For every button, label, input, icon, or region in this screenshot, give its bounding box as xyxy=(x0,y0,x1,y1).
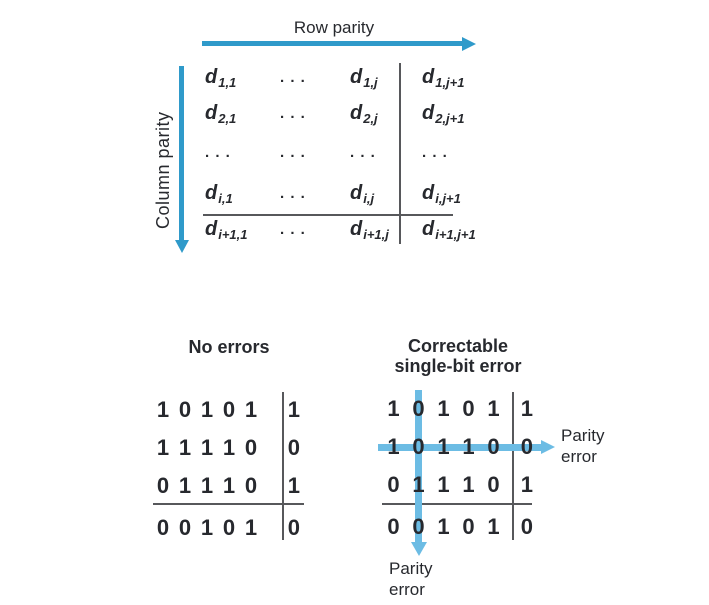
column-parity-arrow-shaft xyxy=(179,66,184,240)
data-bit: 0 xyxy=(387,472,400,497)
column-parity-bit: 1 xyxy=(487,514,500,539)
data-bit: 1 xyxy=(178,473,192,498)
ellipsis-cell: . . . xyxy=(280,143,306,161)
row-parity-label: Row parity xyxy=(293,18,375,37)
data-bit: 0 xyxy=(222,397,236,422)
ellipsis-cell: . . . xyxy=(280,184,306,202)
data-bit: 0 xyxy=(156,473,170,498)
data-bit: 1 xyxy=(200,435,214,460)
ellipsis-cell: . . . xyxy=(280,68,306,86)
row-parity-error-label: Parity error xyxy=(561,426,605,466)
ellipsis-cell: . . . xyxy=(280,221,306,238)
row-error-arrowhead-icon xyxy=(541,440,555,454)
no-errors-title: No errors xyxy=(188,337,270,357)
data-bit: 0 xyxy=(178,397,192,422)
data-bit: 1 xyxy=(222,473,236,498)
data-bit: 1 xyxy=(200,397,214,422)
data-bit: 0 xyxy=(462,396,475,421)
column-parity-bit: 0 xyxy=(387,514,400,539)
row-parity-bit: 1 xyxy=(520,396,533,421)
column-parity-error-label: Parity error xyxy=(389,559,433,599)
no-errors-parity-column-separator-line xyxy=(282,392,284,540)
ellipsis-cell: . . . xyxy=(280,104,306,122)
d-matrix-parity-column-separator-line xyxy=(399,63,401,244)
data-bit: 1 xyxy=(437,472,450,497)
ellipsis-cell: . . . xyxy=(422,143,448,161)
row-error-arrow-shaft xyxy=(378,444,541,451)
d-matrix-parity-row-separator-line xyxy=(203,214,453,216)
data-bit: 1 xyxy=(156,435,170,460)
row-parity-bit: 0 xyxy=(287,435,300,460)
parity-bit-corner: 0 xyxy=(287,515,300,540)
parity-bit-corner: 0 xyxy=(520,514,533,539)
data-bit: 1 xyxy=(387,434,400,459)
column-parity-bit: 1 xyxy=(437,514,450,539)
data-bit: 1 xyxy=(200,473,214,498)
row-parity-bit: 1 xyxy=(287,397,300,422)
ellipsis-cell: . . . xyxy=(350,143,376,161)
data-bit: 1 xyxy=(462,472,475,497)
data-bit: 1 xyxy=(156,397,170,422)
ellipsis-cell: . . . xyxy=(205,143,231,161)
data-bit: 0 xyxy=(412,396,425,421)
data-bit: 1 xyxy=(412,472,425,497)
data-bit: 1 xyxy=(387,396,400,421)
correctable-parity-row-separator-line xyxy=(382,503,532,505)
column-parity-bit: 0 xyxy=(222,515,236,540)
column-parity-arrowhead-icon xyxy=(175,240,189,253)
data-bit: 0 xyxy=(244,473,258,498)
row-parity-bit: 0 xyxy=(520,434,533,459)
data-bit: 0 xyxy=(244,435,258,460)
data-bit: 0 xyxy=(487,472,500,497)
column-parity-bit: 1 xyxy=(244,515,258,540)
data-bit: 1 xyxy=(178,435,192,460)
column-parity-bit: 1 xyxy=(200,515,214,540)
correctable-error-title: Correctable single-bit error xyxy=(394,336,522,376)
column-parity-bit: 0 xyxy=(462,514,475,539)
column-error-arrow-shaft xyxy=(415,390,422,542)
column-parity-bit: 0 xyxy=(156,515,170,540)
column-parity-label: Column parity xyxy=(153,111,173,229)
row-parity-arrowhead-icon xyxy=(462,37,476,51)
column-parity-bit: 0 xyxy=(178,515,192,540)
row-parity-bit: 1 xyxy=(520,472,533,497)
data-bit: 1 xyxy=(437,434,450,459)
data-bit: 1 xyxy=(222,435,236,460)
data-bit: 1 xyxy=(462,434,475,459)
data-bit: 1 xyxy=(437,396,450,421)
column-parity-bit: 0 xyxy=(412,514,425,539)
data-bit: 1 xyxy=(487,396,500,421)
column-error-arrowhead-icon xyxy=(411,542,427,556)
row-parity-bit: 1 xyxy=(287,473,300,498)
data-bit: 0 xyxy=(487,434,500,459)
correctable-parity-column-separator-line xyxy=(512,392,514,540)
data-bit: 1 xyxy=(244,397,258,422)
row-parity-arrow-shaft xyxy=(202,41,462,46)
no-errors-parity-row-separator-line xyxy=(153,503,304,505)
error-bit: 0 xyxy=(412,434,425,459)
